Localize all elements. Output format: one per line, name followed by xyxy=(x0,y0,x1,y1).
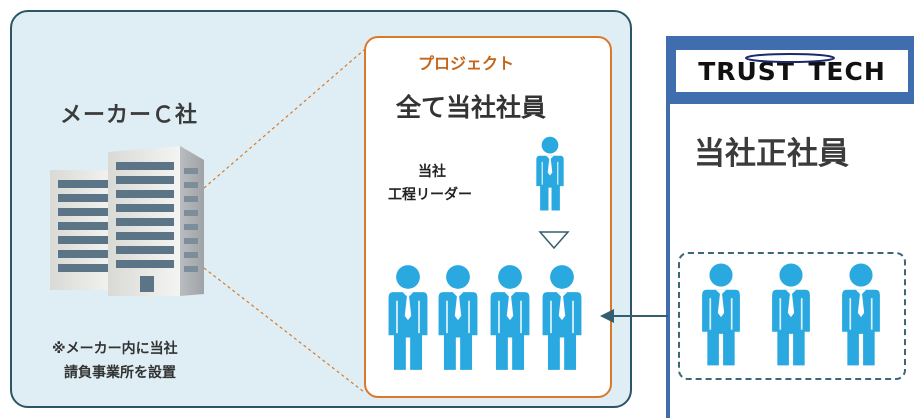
employee-group-box xyxy=(678,252,906,380)
project-label: プロジェクト xyxy=(418,54,515,73)
client-company-title: メーカーＣ社 xyxy=(60,103,199,128)
trusttech-logo-text: TRUST TECH xyxy=(698,56,886,86)
leader-label-line2: 工程リーダー xyxy=(388,187,472,203)
client-note-line1: ※メーカー内に当社 xyxy=(52,341,178,357)
client-note-line2: 請負事業所を設置 xyxy=(64,365,176,381)
trusttech-logo: TRUST TECH xyxy=(676,50,908,92)
leader-label-line1: 当社 xyxy=(418,164,446,180)
trusttech-title: 当社正社員 xyxy=(694,136,849,172)
project-title: 全て当社社員 xyxy=(396,93,547,122)
